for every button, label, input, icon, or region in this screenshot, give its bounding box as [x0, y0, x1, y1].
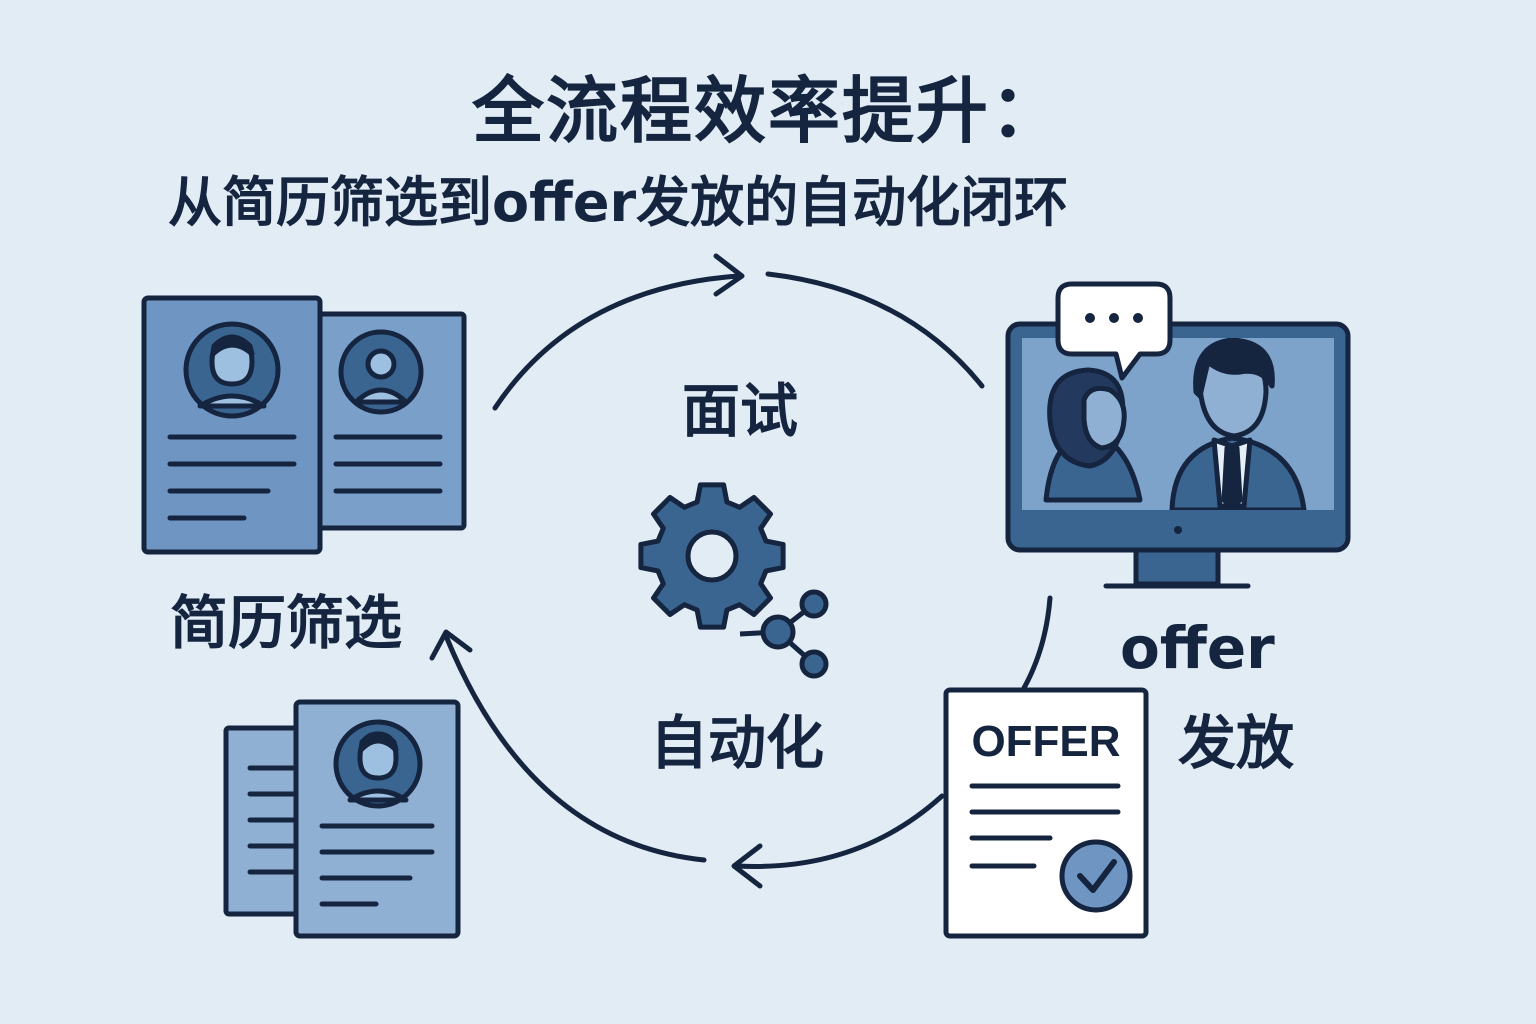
resume-card-icon: [141, 295, 467, 555]
cycle-arrow-top-left: [492, 273, 741, 411]
stage-label-automation: 自动化: [650, 709, 825, 777]
gear-icon: [638, 482, 786, 630]
arrowhead-left: [429, 629, 473, 661]
video-interview-monitor-icon: [1005, 321, 1351, 589]
offer-doc-heading: OFFER: [971, 717, 1120, 766]
arrowhead-top: [713, 253, 745, 297]
arrowhead-bottom: [731, 843, 763, 889]
cycle-arrow-bottom: [735, 793, 945, 869]
stage-label-resume: 简历筛选: [170, 589, 403, 657]
network-nodes-icon: [739, 589, 829, 679]
resume-card-icon: [223, 699, 461, 939]
stage-label-offer-cn: 发放: [1178, 709, 1295, 777]
stage-label-interview: 面试: [682, 377, 799, 445]
cycle-arrow-right: [1021, 595, 1053, 691]
check-circle-icon: [1059, 839, 1133, 913]
page-title: 全流程效率提升：: [471, 69, 1064, 153]
chat-bubble-icon: [1055, 281, 1173, 381]
cycle-arrow-top-right: [765, 271, 985, 389]
cycle-arrow-left: [443, 633, 707, 863]
gear-hole: [685, 529, 739, 583]
stage-label-offer-en: offer: [1120, 614, 1275, 682]
page-subtitle: 从简历筛选到offer发放的自动化闭环: [168, 171, 1069, 234]
